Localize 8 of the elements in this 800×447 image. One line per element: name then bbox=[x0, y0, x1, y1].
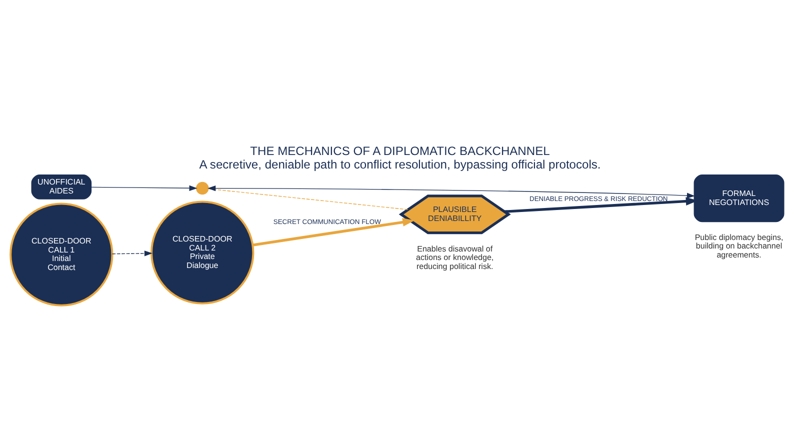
arrow bbox=[112, 250, 152, 256]
node-circle bbox=[196, 181, 209, 194]
connector bbox=[208, 188, 408, 210]
arrow bbox=[91, 184, 198, 190]
arrow bbox=[252, 218, 415, 246]
diagram-title: THE MECHANICS OF A DIPLOMATIC BACKCHANNEL bbox=[250, 144, 550, 158]
caption: A secretive, deniable path to conflict resolution, bypassing official protocols. bbox=[199, 156, 601, 171]
arrow bbox=[208, 184, 695, 198]
